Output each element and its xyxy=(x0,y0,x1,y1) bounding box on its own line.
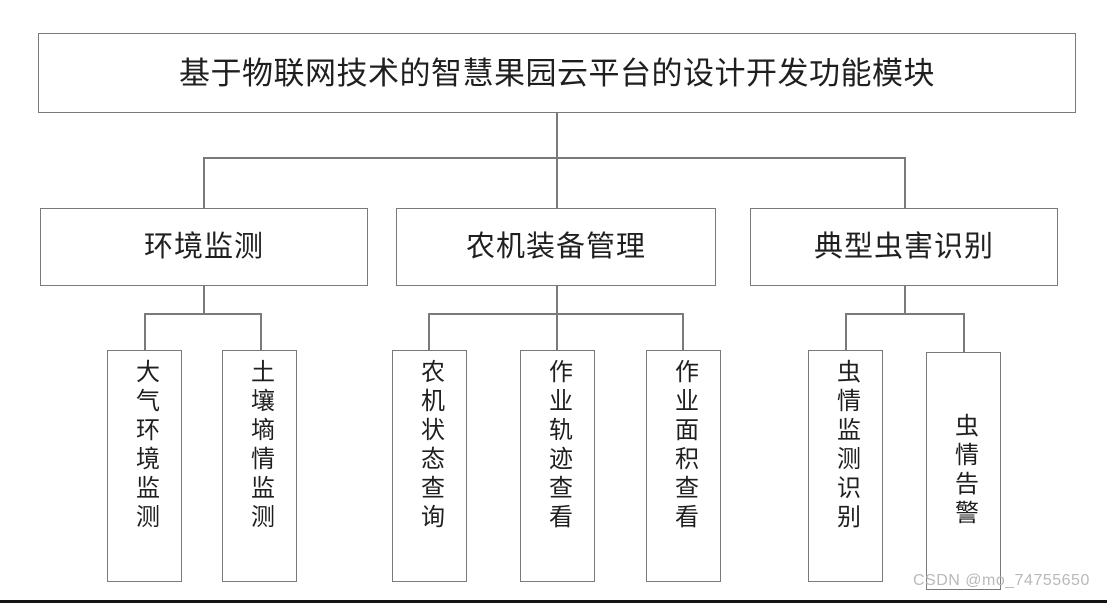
connector-group1-drop-2 xyxy=(260,313,262,351)
branch-node-box-environment-monitoring: 环境监测 xyxy=(40,208,368,286)
leaf-node-box-pest-alarm: 虫情告警 xyxy=(926,352,1001,590)
connector-group3-stem xyxy=(904,286,906,314)
connector-group3-drop-1 xyxy=(845,313,847,351)
leaf-node-box-machinery-status-query: 农机状态查询 xyxy=(392,350,467,582)
connector-group3-drop-2 xyxy=(963,313,965,353)
leaf-node-label: 作业轨迹查看 xyxy=(544,359,572,533)
connector-group1-bus xyxy=(144,313,262,315)
connector-level2-bus xyxy=(203,157,906,159)
leaf-node-label: 作业面积查看 xyxy=(670,359,698,533)
connector-group2-drop-1 xyxy=(428,313,430,351)
leaf-node-box-soil-moisture-monitoring: 土壤墒情监测 xyxy=(222,350,297,582)
connector-level2-drop-1 xyxy=(203,157,205,209)
branch-node-label: 农机装备管理 xyxy=(465,230,646,263)
branch-node-box-typical-pest-identification: 典型虫害识别 xyxy=(750,208,1058,286)
watermark-text: CSDN @mo_74755650 xyxy=(913,572,1090,589)
connector-root-stem xyxy=(556,113,558,158)
connector-group3-bus xyxy=(845,313,965,315)
leaf-node-label: 农机状态查询 xyxy=(416,359,444,533)
connector-group2-bus xyxy=(428,313,683,315)
leaf-node-box-atmospheric-environment-monitoring: 大气环境监测 xyxy=(107,350,182,582)
branch-node-box-machinery-equipment-management: 农机装备管理 xyxy=(396,208,716,286)
connector-group2-drop-2 xyxy=(556,313,558,351)
leaf-node-box-operation-area-view: 作业面积查看 xyxy=(646,350,721,582)
connector-group1-drop-1 xyxy=(144,313,146,351)
connector-level2-drop-2 xyxy=(556,157,558,209)
connector-level2-drop-3 xyxy=(904,157,906,209)
bottom-divider xyxy=(0,600,1107,603)
connector-group2-stem xyxy=(556,286,558,314)
root-node-label: 基于物联网技术的智慧果园云平台的设计开发功能模块 xyxy=(179,55,935,91)
leaf-node-label: 虫情告警 xyxy=(950,413,978,529)
connector-group2-drop-3 xyxy=(682,313,684,351)
branch-node-label: 环境监测 xyxy=(143,230,264,263)
leaf-node-box-operation-track-view: 作业轨迹查看 xyxy=(520,350,595,582)
leaf-node-box-pest-monitoring-identification: 虫情监测识别 xyxy=(808,350,883,582)
leaf-node-label: 大气环境监测 xyxy=(131,359,159,533)
root-node-box: 基于物联网技术的智慧果园云平台的设计开发功能模块 xyxy=(38,33,1076,113)
connector-group1-stem xyxy=(203,286,205,314)
leaf-node-label: 土壤墒情监测 xyxy=(246,359,274,533)
leaf-node-label: 虫情监测识别 xyxy=(832,359,860,533)
branch-node-label: 典型虫害识别 xyxy=(813,230,994,263)
